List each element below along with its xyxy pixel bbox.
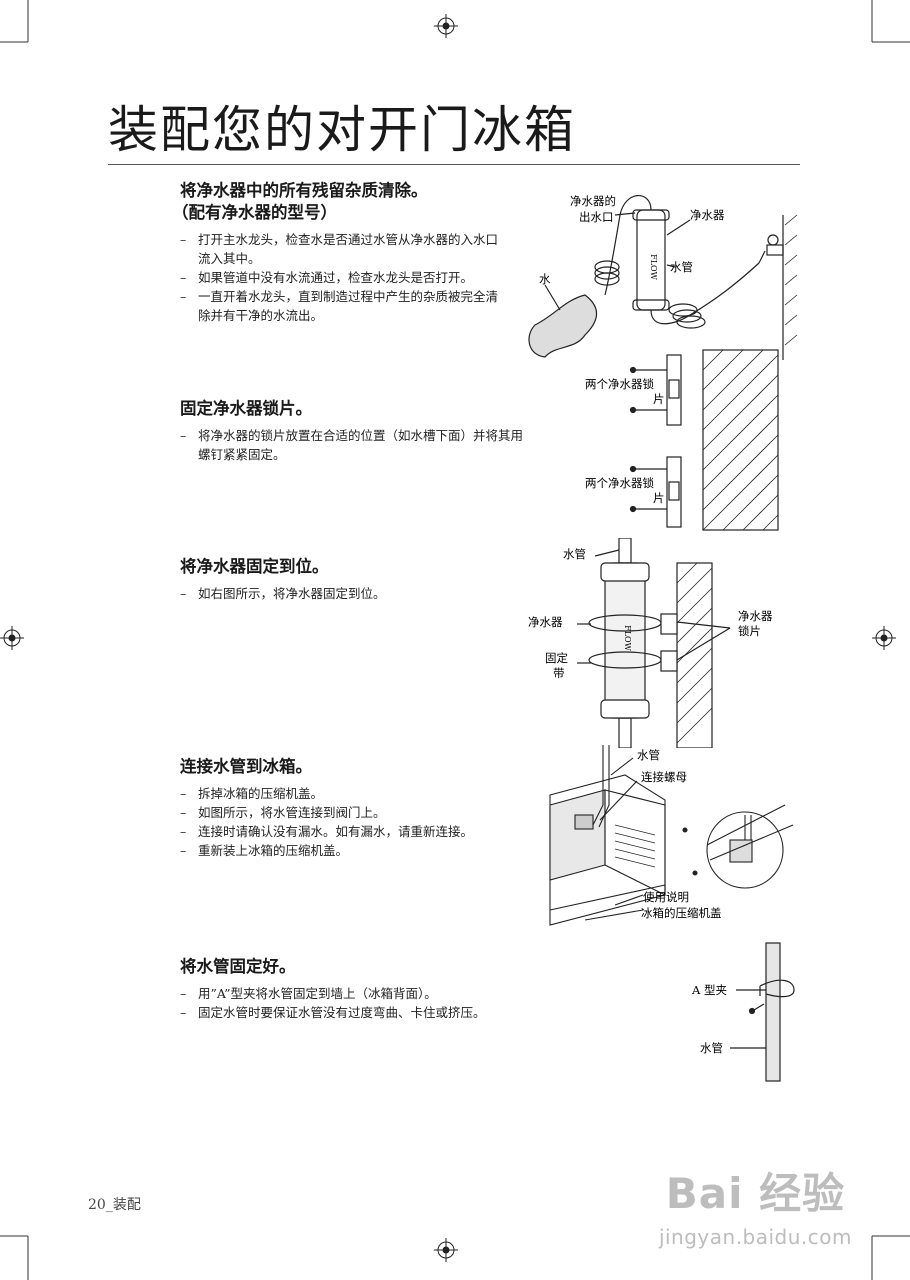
label-filter: 净水器 (528, 615, 563, 629)
section-heading: 将水管固定好。 (180, 957, 296, 976)
section-heading: 将净水器固定到位。 (180, 557, 329, 576)
instruction-list: 用”A”型夹将水管固定到墙上（冰箱背面）。 固定水管时要保证水管没有过度弯曲、卡… (180, 984, 560, 1022)
list-item: 用”A”型夹将水管固定到墙上（冰箱背面）。 (180, 984, 560, 1003)
watermark-url: jingyan.baidu.com (658, 1225, 852, 1249)
list-item: 固定水管时要保证水管没有过度弯曲、卡住或挤压。 (180, 1003, 560, 1022)
section-heading: 连接水管到冰箱。 (180, 757, 312, 776)
section-flush-filter: 将净水器中的所有残留杂质清除。 （配有净水器的型号） 打开主水龙头，检查水是否通… (172, 180, 510, 325)
section-secure-tube: 将水管固定好。 用”A”型夹将水管固定到墙上（冰箱背面）。 固定水管时要保证水管… (180, 956, 560, 1022)
registration-mark-bottom (434, 1238, 458, 1262)
list-item: 一直开着水龙头，直到制造过程中产生的杂质被完全清除并有干净的水流出。 (180, 287, 510, 325)
label-tube: 水管 (637, 748, 660, 762)
section-fix-lock: 固定净水器锁片。 将净水器的锁片放置在合适的位置（如水槽下面）并将其用螺钉紧紧固… (180, 398, 530, 464)
label-filter: 净水器 (690, 208, 725, 222)
label-nut: 连接螺母 (641, 770, 687, 784)
list-item: 如右图所示，将净水器固定到位。 (180, 584, 530, 603)
label-outlet-1: 净水器的 (570, 194, 616, 208)
section-heading: 固定净水器锁片。 (180, 399, 312, 418)
instruction-list: 如右图所示，将净水器固定到位。 (180, 584, 530, 603)
figure-mounted-filter: FLOW 水管 净水器 固定 带 净水器 锁片 (528, 538, 773, 748)
section-mount-filter: 将净水器固定到位。 如右图所示，将净水器固定到位。 (180, 556, 530, 603)
list-item: 如果管道中没有水流通过，检查水龙头是否打开。 (180, 268, 510, 287)
section-connect-tube: 连接水管到冰箱。 拆掉冰箱的压缩机盖。 如图所示，将水管连接到阀门上。 连接时请… (180, 756, 540, 860)
label-lock-b-1: 两个净水器锁 (585, 476, 654, 490)
label-lock-2: 锁片 (738, 624, 761, 638)
label-tube: 水管 (670, 260, 693, 274)
label-lock-a-1: 两个净水器锁 (585, 377, 654, 391)
label-strap-1: 固定 (545, 651, 568, 665)
page-title: 装配您的对开门冰箱 (108, 101, 576, 159)
label-outlet-2: 出水口 (579, 210, 614, 224)
list-item: 将净水器的锁片放置在合适的位置（如水槽下面）并将其用螺钉紧紧固定。 (180, 426, 530, 464)
label-tube: 水管 (563, 547, 586, 561)
figure-filter-flush: FLOW 净水器的 出水口 净水器 水管 水 (528, 194, 798, 360)
page-footer: 20_装配 (88, 1197, 141, 1213)
label-lock-1: 净水器 (738, 609, 773, 623)
label-lock-a-2: 片 (653, 392, 665, 406)
section-subheading: （配有净水器的型号） (172, 203, 337, 222)
instruction-list: 打开主水龙头，检查水是否通过水管从净水器的入水口流入其中。 如果管道中没有水流通… (180, 230, 510, 325)
registration-mark-top (434, 14, 458, 38)
registration-mark-left (0, 626, 24, 650)
instruction-list: 拆掉冰箱的压缩机盖。 如图所示，将水管连接到阀门上。 连接时请确认没有漏水。如有… (180, 784, 540, 860)
watermark-brand: Bai 经验 (665, 1169, 846, 1218)
list-item: 打开主水龙头，检查水是否通过水管从净水器的入水口流入其中。 (180, 230, 510, 268)
list-item: 拆掉冰箱的压缩机盖。 (180, 784, 540, 803)
list-item: 重新装上冰箱的压缩机盖。 (180, 841, 540, 860)
baidu-watermark: Bai 经验 jingyan.baidu.com (659, 1160, 852, 1249)
list-item: 连接时请确认没有漏水。如有漏水，请重新连接。 (180, 822, 540, 841)
figure-lock-plates: 两个净水器锁 片 两个净水器锁 片 (585, 349, 779, 531)
registration-mark-right (872, 626, 896, 650)
title-divider (108, 164, 800, 165)
instruction-list: 将净水器的锁片放置在合适的位置（如水槽下面）并将其用螺钉紧紧固定。 (180, 426, 530, 464)
list-item: 如图所示，将水管连接到阀门上。 (180, 803, 540, 822)
figure-connect-fridge: 水管 连接螺母 使用说明 冰箱的压缩机盖 (549, 745, 794, 926)
figure-a-clip: A 型夹 水管 (691, 942, 795, 1082)
label-tube: 水管 (700, 1041, 723, 1055)
flow-label: FLOW (623, 625, 632, 651)
label-manual: 使用说明 (643, 890, 689, 904)
label-water: 水 (539, 272, 551, 286)
flow-label: FLOW (649, 254, 658, 280)
section-heading: 将净水器中的所有残留杂质清除。 (180, 181, 428, 200)
label-strap-2: 带 (553, 666, 565, 680)
label-cover: 冰箱的压缩机盖 (641, 906, 722, 920)
label-clip: A 型夹 (691, 983, 727, 997)
label-lock-b-2: 片 (653, 491, 665, 505)
